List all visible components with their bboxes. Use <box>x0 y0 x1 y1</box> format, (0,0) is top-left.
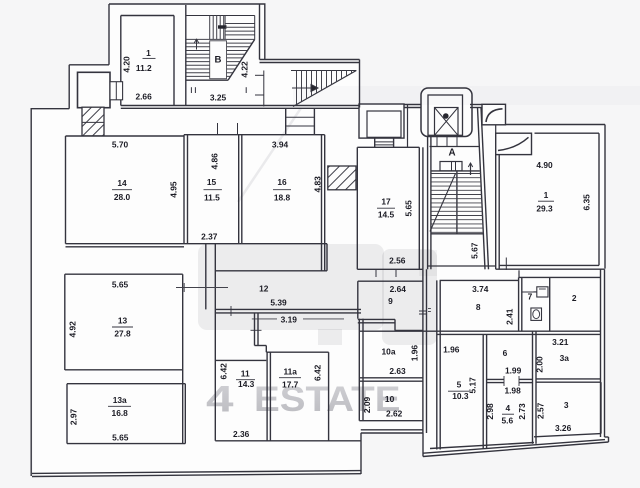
svg-text:5.39: 5.39 <box>270 298 287 308</box>
svg-text:3.19: 3.19 <box>281 314 298 324</box>
svg-text:11: 11 <box>241 368 250 378</box>
svg-text:5.6: 5.6 <box>501 416 513 426</box>
svg-text:16.8: 16.8 <box>112 408 129 418</box>
svg-text:10.3: 10.3 <box>452 391 469 401</box>
svg-text:2.36: 2.36 <box>233 429 250 439</box>
svg-text:27.8: 27.8 <box>114 329 131 339</box>
svg-text:ESTATE: ESTATE <box>254 379 401 419</box>
svg-text:11.5: 11.5 <box>204 192 220 202</box>
svg-text:4: 4 <box>206 379 234 420</box>
svg-text:2.98: 2.98 <box>485 403 495 420</box>
svg-text:12: 12 <box>259 284 269 294</box>
svg-text:15: 15 <box>207 177 217 187</box>
svg-text:5: 5 <box>457 380 462 390</box>
svg-text:1: 1 <box>544 190 549 200</box>
svg-text:17: 17 <box>381 197 391 207</box>
svg-text:11.2: 11.2 <box>136 63 152 73</box>
svg-text:2.63: 2.63 <box>389 366 406 376</box>
svg-text:5.70: 5.70 <box>112 140 129 150</box>
svg-text:14.5: 14.5 <box>378 210 395 220</box>
svg-text:3.25: 3.25 <box>210 92 227 102</box>
svg-text:4.95: 4.95 <box>169 181 179 198</box>
svg-text:2.41: 2.41 <box>505 308 515 325</box>
svg-text:1.96: 1.96 <box>443 345 460 355</box>
svg-text:13a: 13a <box>113 395 127 405</box>
svg-text:11a: 11a <box>283 366 297 376</box>
svg-text:2.97: 2.97 <box>69 409 79 426</box>
svg-text:10a: 10a <box>382 347 396 357</box>
svg-text:A: A <box>448 148 455 159</box>
svg-text:2.56: 2.56 <box>389 255 406 265</box>
svg-text:4.90: 4.90 <box>536 160 553 170</box>
svg-text:4: 4 <box>505 403 510 413</box>
svg-text:2.57: 2.57 <box>535 402 545 419</box>
svg-text:6: 6 <box>503 348 508 358</box>
svg-text:28.0: 28.0 <box>114 192 131 202</box>
svg-text:1.99: 1.99 <box>505 365 522 375</box>
svg-text:2.66: 2.66 <box>135 91 152 101</box>
svg-text:2: 2 <box>572 293 577 303</box>
svg-text:1: 1 <box>146 48 151 58</box>
svg-text:1.98: 1.98 <box>504 385 521 395</box>
svg-text:3.94: 3.94 <box>272 140 289 150</box>
svg-text:3.74: 3.74 <box>472 284 489 294</box>
svg-text:3: 3 <box>564 400 569 410</box>
svg-text:6.42: 6.42 <box>312 364 322 381</box>
svg-text:2.09: 2.09 <box>362 397 372 414</box>
svg-text:3.21: 3.21 <box>552 337 569 347</box>
svg-text:13: 13 <box>118 315 128 325</box>
svg-text:6.35: 6.35 <box>581 194 591 211</box>
svg-text:3a: 3a <box>560 353 570 363</box>
svg-text:3.26: 3.26 <box>555 423 572 433</box>
svg-text:1.96: 1.96 <box>409 345 419 362</box>
svg-text:14: 14 <box>117 178 127 188</box>
svg-text:4.92: 4.92 <box>67 321 77 338</box>
svg-text:16: 16 <box>277 177 287 187</box>
svg-text:7: 7 <box>528 292 533 302</box>
svg-text:2.62: 2.62 <box>386 408 403 418</box>
svg-text:14.3: 14.3 <box>238 379 255 389</box>
svg-text:5.65: 5.65 <box>112 279 129 289</box>
svg-text:4.20: 4.20 <box>122 56 132 73</box>
svg-text:B: B <box>215 55 222 66</box>
svg-text:9: 9 <box>388 296 393 306</box>
svg-text:2.37: 2.37 <box>201 232 218 242</box>
svg-text:6.42: 6.42 <box>218 363 228 380</box>
svg-text:4.22: 4.22 <box>240 61 250 78</box>
svg-text:17.7: 17.7 <box>282 380 299 390</box>
svg-text:8: 8 <box>476 302 481 312</box>
svg-text:29.3: 29.3 <box>536 204 553 214</box>
svg-text:2.64: 2.64 <box>390 284 407 294</box>
svg-text:5.67: 5.67 <box>470 242 480 259</box>
svg-text:5.17: 5.17 <box>467 377 477 394</box>
svg-text:5.65: 5.65 <box>403 200 413 217</box>
svg-text:10: 10 <box>385 394 395 404</box>
svg-text:4.83: 4.83 <box>312 176 322 193</box>
svg-text:2.73: 2.73 <box>517 403 527 420</box>
svg-text:4.86: 4.86 <box>209 153 219 170</box>
svg-text:18.8: 18.8 <box>274 192 291 202</box>
svg-text:2.00: 2.00 <box>535 356 545 373</box>
svg-text:5.65: 5.65 <box>112 432 129 442</box>
